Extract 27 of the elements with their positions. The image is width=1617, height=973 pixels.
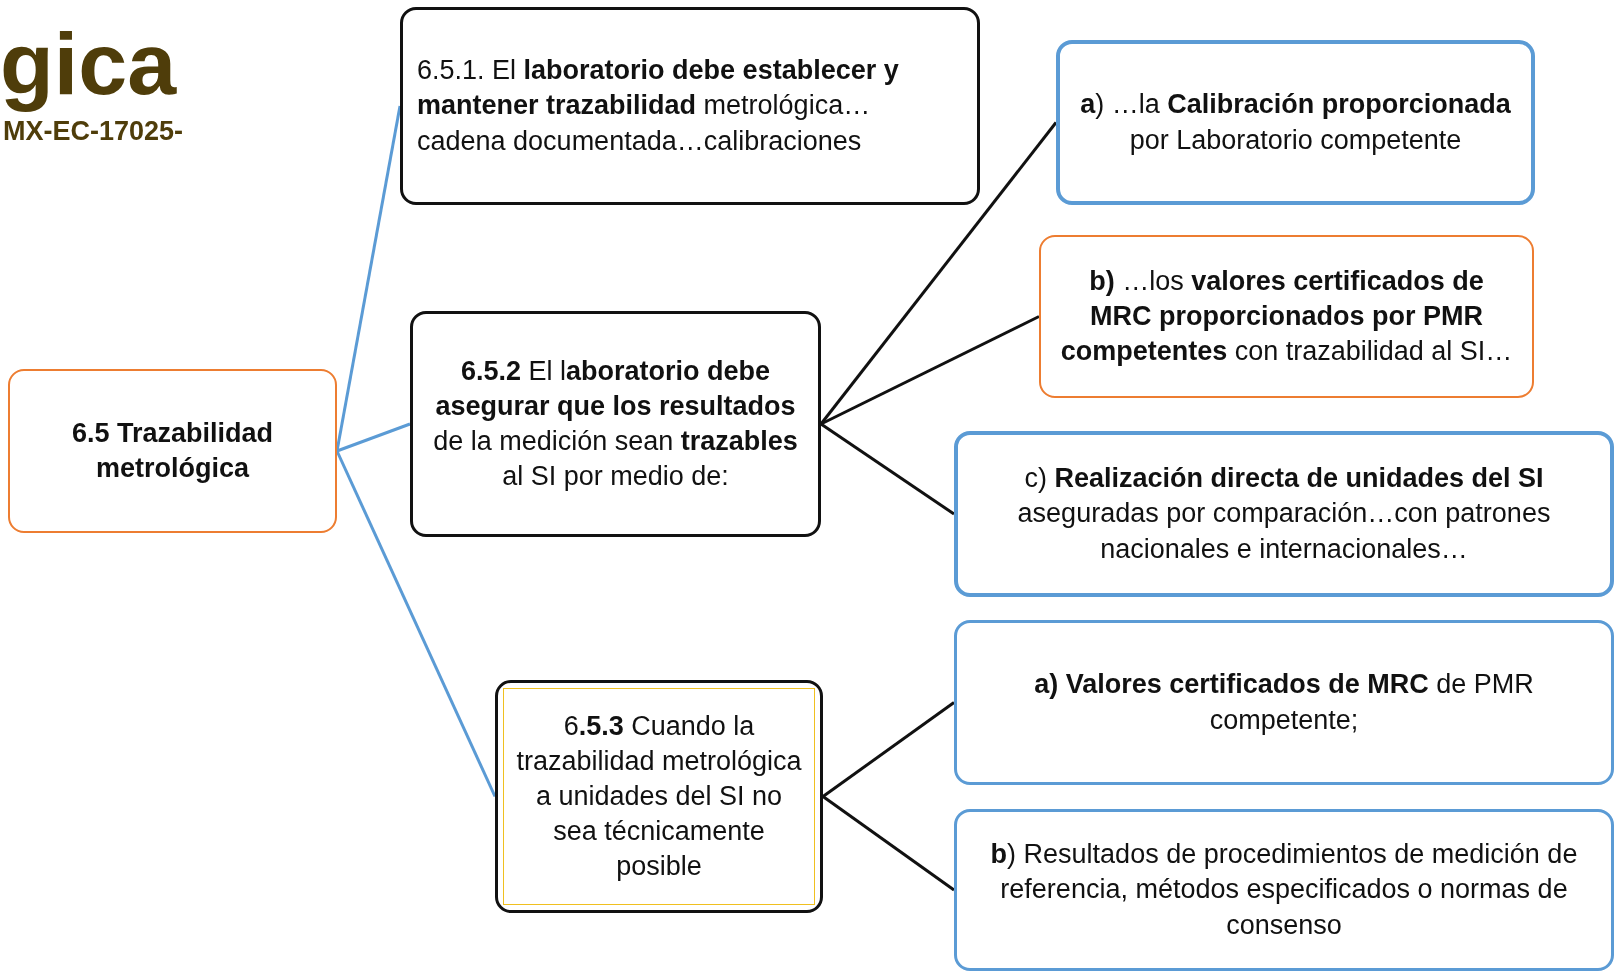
box-text: 6.5 Trazabilidad metrológica (70, 416, 275, 485)
text-box (400, 7, 980, 205)
text-box (954, 809, 1614, 971)
connector-line (822, 795, 955, 892)
text-box (1039, 235, 1534, 398)
text-box (410, 311, 821, 537)
text-box (954, 431, 1614, 597)
box-text: 6.5.1. El laboratorio debe establecer y mantener trazabilidad metrológica… cadena documentada…calibraciones (417, 54, 900, 158)
connector-line (822, 701, 955, 798)
text-box (495, 680, 823, 913)
subtitle-text: MX-EC-17025- (3, 118, 184, 145)
box-text: b) …los valores certificados de MRC proporcionados por PMR competentes con trazabilidad al SI… (1059, 264, 1514, 369)
connector-line (335, 105, 402, 452)
text-box (8, 369, 337, 533)
connector-line (335, 450, 497, 798)
text-box (954, 620, 1614, 785)
box-text: 6.5.3 Cuando la trazabilidad metrológica a unidades del SI no sea técnicamente posible (515, 709, 803, 884)
box-text: c) Realización directa de unidades del SI aseguradas por comparación…con patrones nacionales e internacionales… (1016, 462, 1552, 566)
connector-line (820, 422, 955, 516)
text-box (1056, 40, 1535, 205)
box-text: b) Resultados de procedimientos de medición de referencia, métodos especificados o normas de consenso (989, 838, 1579, 942)
box-text: 6.5.2 El laboratorio debe asegurar que los resultados de la medición sean trazables al SI por medio de: (432, 354, 799, 494)
box-text: a) …la Calibración proporcionada por Laboratorio competente (1079, 88, 1512, 157)
connector-line (336, 422, 411, 453)
connector-line (819, 121, 1058, 425)
connector-line (820, 315, 1040, 426)
box-text: a) Valores certificados de MRC de PMR competente; (1033, 668, 1535, 737)
